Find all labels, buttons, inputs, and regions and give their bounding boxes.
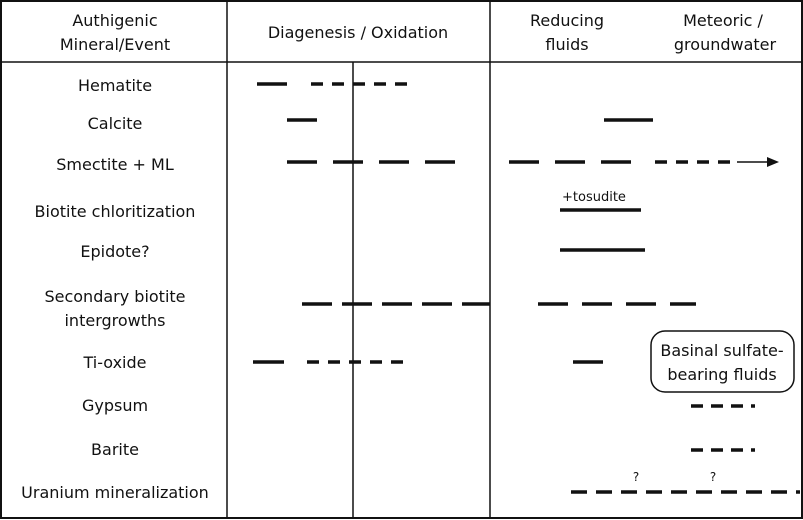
bars-biotite-chloritization: +tosudite [560,190,641,212]
arrow-right-icon [767,157,779,167]
bars-smectite [287,157,779,167]
uranium-question-mark-2: ? [710,470,716,484]
header-diagenesis-oxidation: Diagenesis / Oxidation [268,23,448,42]
tosudite-note: +tosudite [562,190,626,205]
callout-line-1: Basinal sulfate- [660,341,783,360]
callout-box [650,330,795,393]
header-groundwater: groundwater [674,35,777,54]
row-label-calcite: Calcite [88,114,143,133]
row-label-hematite: Hematite [78,76,152,95]
row-label-epidote: Epidote? [80,242,149,261]
uranium-question-mark-1: ? [633,470,639,484]
callout-line-2: bearing fluids [667,365,776,384]
row-label-intergrowths: intergrowths [64,311,165,330]
basinal-sulfate-callout: Basinal sulfate- bearing fluids [650,330,795,393]
header-meteoric: Meteoric / [683,11,763,30]
bars-uranium: ? ? [571,470,800,494]
header-authigenic: Authigenic [72,11,157,30]
row-label-biotite-chloritization: Biotite chloritization [35,202,196,221]
row-label-uranium: Uranium mineralization [21,483,209,502]
row-label-smectite: Smectite + ML [56,155,174,174]
header-reducing: Reducing [530,11,604,30]
header-mineral-event: Mineral/Event [60,35,170,54]
header-fluids: fluids [545,35,588,54]
row-label-barite: Barite [91,440,139,459]
row-label-ti-oxide: Ti-oxide [82,353,146,372]
row-label-secondary-biotite: Secondary biotite [44,287,185,306]
row-label-gypsum: Gypsum [82,396,148,415]
